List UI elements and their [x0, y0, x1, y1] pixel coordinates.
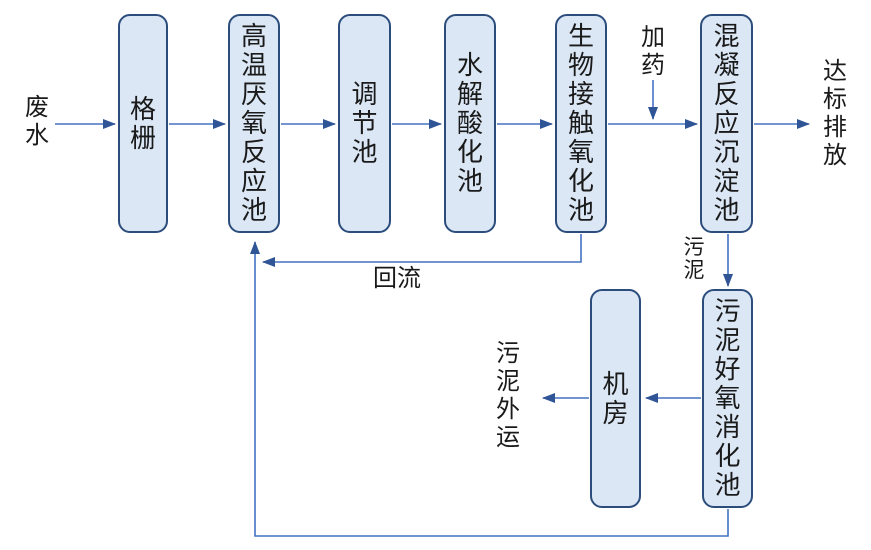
node-machine-room: 机房	[590, 289, 641, 508]
node-sludge-digestion-tank: 污泥好氧消化池	[702, 289, 753, 508]
node-regulating-tank: 调节池	[338, 14, 391, 233]
node-hydrolysis-tank: 水解酸化池	[444, 14, 496, 233]
arrow-reflux-line	[262, 234, 582, 267]
node-bio-contact-tank: 生物接触氧化池	[555, 14, 607, 233]
node-machine-room-label: 机房	[602, 368, 629, 428]
discharge-label: 达标排放	[823, 58, 847, 169]
node-anaerobic-tank: 高温厌氧反应池	[228, 14, 280, 233]
sludge-out-label: 污泥外运	[496, 340, 520, 451]
node-bio-contact-tank-label: 生物接触氧化池	[568, 21, 595, 225]
dosing-label: 加药	[641, 24, 665, 79]
node-coagulation-tank: 混凝反应沉淀池	[700, 14, 753, 233]
node-sludge-digestion-tank-label: 污泥好氧消化池	[714, 296, 741, 500]
node-grille-label: 格栅	[130, 93, 157, 153]
reflux-label: 回流	[373, 265, 421, 292]
node-hydrolysis-tank-label: 水解酸化池	[457, 50, 484, 196]
arrow-bottom-return-line	[250, 241, 729, 537]
node-anaerobic-tank-label: 高温厌氧反应池	[241, 21, 268, 225]
node-coagulation-tank-label: 混凝反应沉淀池	[713, 21, 740, 225]
node-regulating-tank-label: 调节池	[351, 79, 378, 167]
node-grille: 格栅	[118, 14, 168, 233]
influent-label: 废水	[25, 94, 49, 149]
sludge-label: 污泥	[683, 236, 705, 282]
